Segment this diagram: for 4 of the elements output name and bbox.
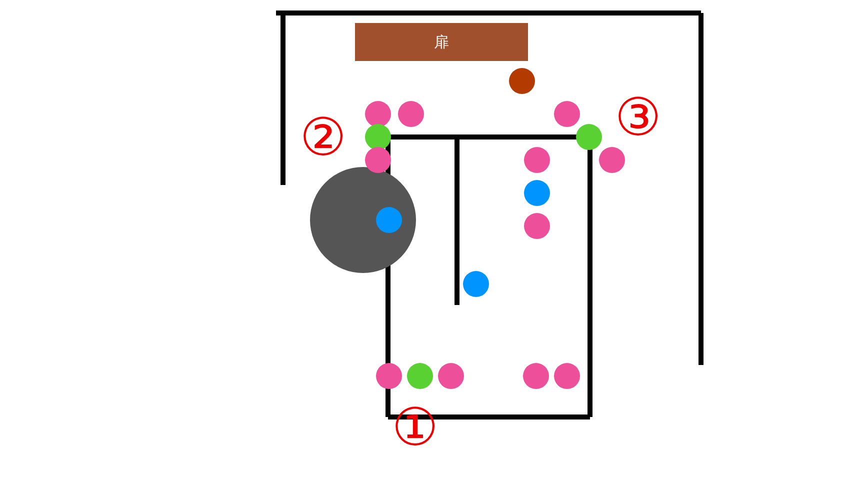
circled-number: ③ (614, 92, 662, 144)
door-box (355, 23, 528, 61)
door-label: 扉 (434, 32, 449, 52)
circled-number: ② (300, 112, 346, 164)
